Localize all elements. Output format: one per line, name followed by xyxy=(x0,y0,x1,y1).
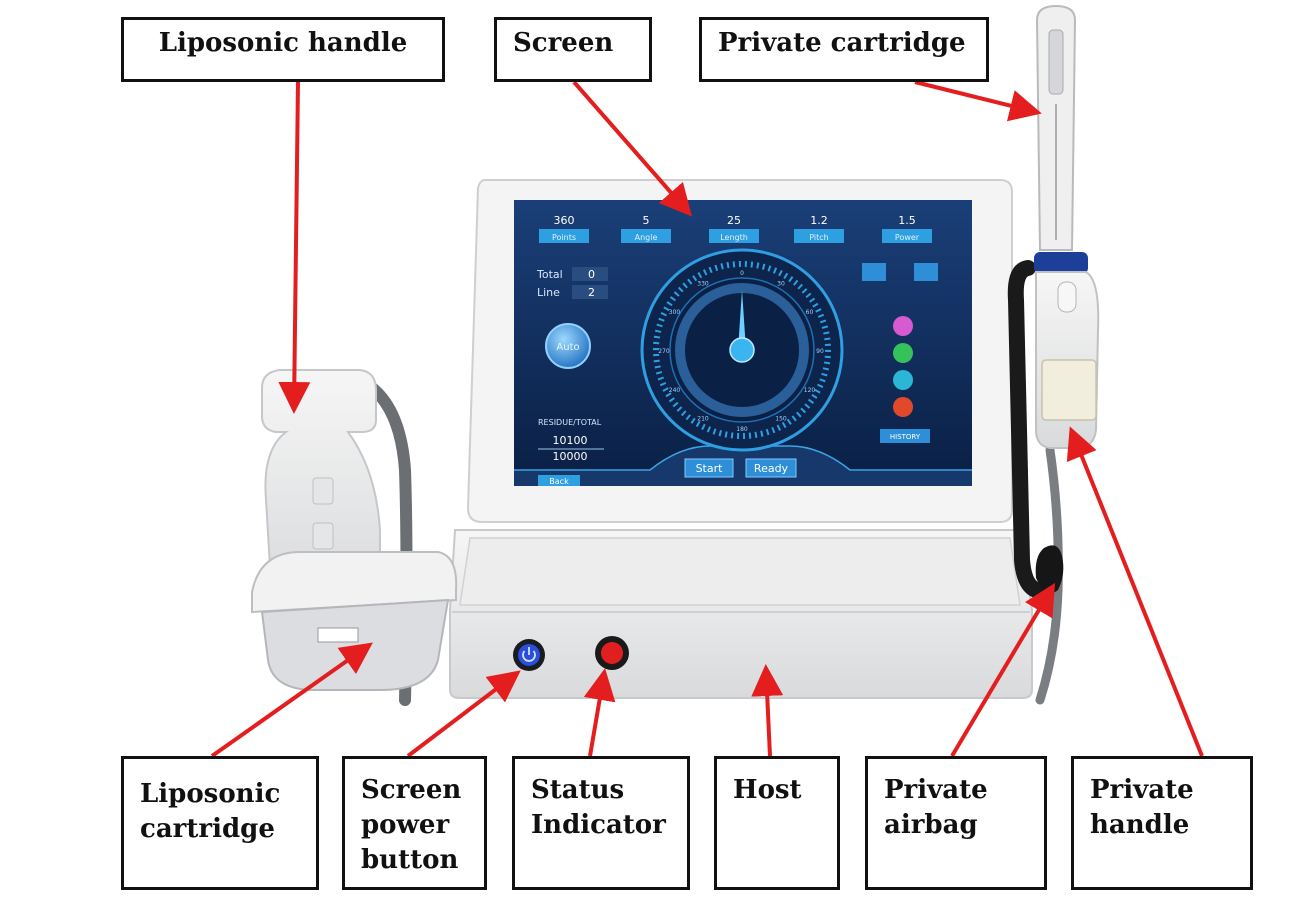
mode-dot-pink[interactable] xyxy=(893,316,913,336)
param-button-label: Pitch xyxy=(809,233,828,242)
host-unit xyxy=(449,529,1033,699)
private-airbag xyxy=(1035,545,1064,594)
back-button[interactable]: Back xyxy=(538,475,580,486)
param-button[interactable] xyxy=(709,229,759,243)
label-private-handle-line1: Private xyxy=(1090,775,1194,805)
screen-minus-button[interactable] xyxy=(862,263,886,281)
dial-tick-label: 30 xyxy=(777,281,785,288)
liposonic-device xyxy=(251,369,458,706)
mode-dot-cyan[interactable] xyxy=(893,370,913,390)
dial-tick-label: 240 xyxy=(669,387,681,394)
line-label: Line xyxy=(537,286,560,299)
line-value: 2 xyxy=(588,286,595,299)
dial-tick-label: 150 xyxy=(775,416,787,423)
screen-display: 0 30 60 90 120 150 180 210 240 270 300 330 360Point… xyxy=(514,200,972,486)
label-host: Host xyxy=(714,756,840,890)
param-value: 1.2 xyxy=(810,214,828,227)
label-screen-power-button: Screen power button xyxy=(342,756,487,890)
arrow-screen xyxy=(572,80,692,217)
label-screen-power-button-line2: power xyxy=(361,810,450,840)
param-button[interactable] xyxy=(621,229,671,243)
dial-tick-label: 60 xyxy=(806,309,814,316)
label-liposonic-cartridge-line1: Liposonic xyxy=(140,779,281,809)
param-value: 360 xyxy=(554,214,575,227)
arrow-host xyxy=(751,664,784,757)
mode-dot-red[interactable] xyxy=(893,397,913,417)
start-button[interactable]: Start xyxy=(684,458,734,478)
dial-tick-label: 90 xyxy=(816,348,824,355)
label-liposonic-cartridge: Liposonic cartridge xyxy=(121,756,319,890)
param-button[interactable] xyxy=(882,229,932,243)
label-screen: Screen xyxy=(494,17,652,82)
dial-tick-label: 270 xyxy=(658,348,670,355)
param-button[interactable] xyxy=(539,229,589,243)
history-button[interactable]: HISTORY xyxy=(880,429,930,443)
param-value: 5 xyxy=(643,214,650,227)
label-host-text: Host xyxy=(733,775,802,805)
arrow-status-indicator xyxy=(583,668,616,757)
private-handle-ring xyxy=(1034,252,1088,274)
param-button[interactable] xyxy=(794,229,844,243)
residue-label: RESIDUE/TOTAL xyxy=(538,418,602,427)
arrow-liposonic-cartridge xyxy=(210,642,373,758)
annotation-arrows xyxy=(210,80,1204,758)
label-private-airbag: Private airbag xyxy=(865,756,1047,890)
residue-value: 10100 xyxy=(553,434,588,447)
label-screen-text: Screen xyxy=(513,28,614,58)
screen-plus-button[interactable] xyxy=(914,263,938,281)
arrow-private-cartridge xyxy=(914,80,1042,122)
ready-button[interactable]: Ready xyxy=(745,458,797,478)
param-value: 25 xyxy=(727,214,741,227)
arrow-private-airbag xyxy=(950,582,1056,758)
screen-power-button[interactable] xyxy=(513,639,545,671)
arrow-private-handle xyxy=(1066,426,1204,757)
label-status-indicator-line1: Status xyxy=(531,775,625,805)
auto-button-label: Auto xyxy=(556,342,579,353)
param-value: 1.5 xyxy=(898,214,916,227)
label-private-cartridge-text: Private cartridge xyxy=(718,28,966,58)
dial-tick-label: 180 xyxy=(736,426,748,433)
mode-dot-green[interactable] xyxy=(893,343,913,363)
dial-tick-label: 210 xyxy=(697,416,709,423)
auto-button[interactable]: Auto xyxy=(545,323,591,369)
label-liposonic-cartridge-line2: cartridge xyxy=(140,814,275,844)
label-private-cartridge: Private cartridge xyxy=(699,17,989,82)
start-button-label: Start xyxy=(696,462,724,475)
param-button-label: Length xyxy=(720,233,748,242)
param-button-label: Power xyxy=(895,233,920,242)
dial-tick-label: 0 xyxy=(740,270,744,277)
label-private-airbag-line2: airbag xyxy=(884,810,978,840)
arrow-screen-power-button xyxy=(406,670,521,758)
arrow-liposonic-handle xyxy=(278,81,311,414)
history-button-label: HISTORY xyxy=(890,433,921,441)
label-private-handle-line2: handle xyxy=(1090,810,1190,840)
ready-button-label: Ready xyxy=(754,462,789,475)
total-value: 0 xyxy=(588,268,595,281)
dial-gauge: 0 30 60 90 120 150 180 210 240 270 300 330 xyxy=(640,248,844,452)
liposonic-cartridge[interactable] xyxy=(251,551,458,614)
back-button-label: Back xyxy=(549,477,569,486)
dial-tick-label: 330 xyxy=(697,281,709,288)
line-value-box xyxy=(572,285,608,299)
param-button-label: Angle xyxy=(635,233,658,242)
total-value-box xyxy=(572,267,608,281)
label-liposonic-handle-text: Liposonic handle xyxy=(158,28,408,58)
label-liposonic-handle: Liposonic handle xyxy=(121,17,445,82)
label-screen-power-button-line1: Screen xyxy=(361,775,462,805)
total-label: Total xyxy=(536,268,563,281)
dial-tick-label: 120 xyxy=(804,387,816,394)
param-button-label: Points xyxy=(552,233,576,242)
status-indicator xyxy=(595,636,629,670)
label-screen-power-button-line3: button xyxy=(361,845,459,875)
label-status-indicator: Status Indicator xyxy=(512,756,690,890)
label-private-handle: Private handle xyxy=(1071,756,1253,890)
label-status-indicator-line2: Indicator xyxy=(531,810,666,840)
dial-tick-labels: 0 30 60 90 120 150 180 210 240 270 300 330 xyxy=(658,270,824,433)
dial-tick-label: 300 xyxy=(669,309,681,316)
label-private-airbag-line1: Private xyxy=(884,775,988,805)
total-shots-value: 10000 xyxy=(553,450,588,463)
